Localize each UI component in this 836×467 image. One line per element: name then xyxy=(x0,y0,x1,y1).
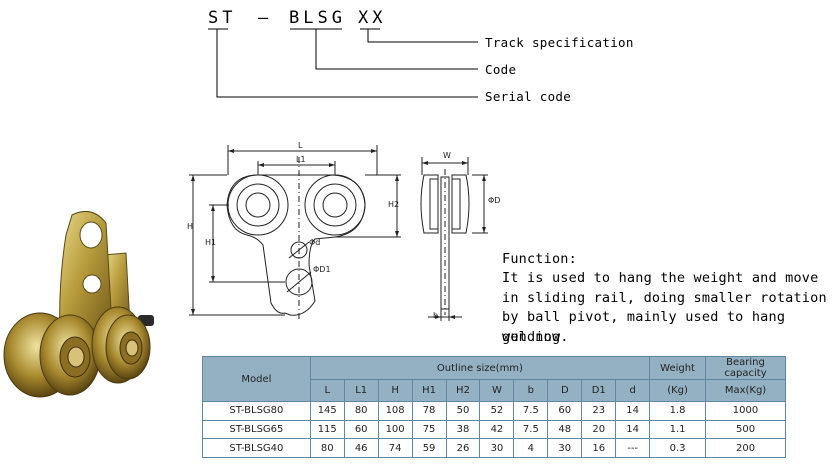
cell-value: 108 xyxy=(377,401,413,421)
code-label: Code xyxy=(485,62,517,77)
dim-d: Φd xyxy=(309,238,321,247)
cell-model: ST-BLSG80 xyxy=(202,401,311,421)
header-weight: Weight xyxy=(649,356,707,380)
cell-value: 145 xyxy=(309,401,345,421)
col-header: b xyxy=(513,379,549,402)
col-header: H2 xyxy=(445,379,481,402)
code-leader-lines xyxy=(208,28,478,98)
col-header: d xyxy=(615,379,651,402)
cell-value: 7.5 xyxy=(513,419,549,440)
function-line-3: by ball pivot, mainly used to hang weldi… xyxy=(502,309,786,345)
cell-weight: 1.1 xyxy=(649,419,707,440)
cell-value: 23 xyxy=(581,401,617,421)
front-view-drawing xyxy=(189,145,401,320)
serial-code-label: Serial code xyxy=(485,89,572,104)
cell-value: 42 xyxy=(479,419,515,440)
track-spec-label: Track specification xyxy=(485,35,634,50)
cell-value: 4 xyxy=(513,438,549,458)
dim-W: W xyxy=(443,151,451,160)
cell-value: 7.5 xyxy=(513,401,549,421)
spec-table: Model Outline size(mm) Weight Bearing ca… xyxy=(202,356,786,458)
cell-value: 26 xyxy=(445,438,481,458)
cell-value: 30 xyxy=(479,438,515,458)
col-header: W xyxy=(479,379,515,402)
cell-value: 38 xyxy=(445,419,481,440)
cell-value: 74 xyxy=(377,438,413,458)
code-dash: — xyxy=(258,8,273,28)
header-outline-size: Outline size(mm) xyxy=(309,356,651,380)
cell-value: 100 xyxy=(377,419,413,440)
cell-value: 48 xyxy=(547,419,583,440)
cell-value: 80 xyxy=(343,401,379,421)
side-view-drawing xyxy=(420,157,488,321)
cell-capacity: 200 xyxy=(705,438,786,458)
cell-capacity: 500 xyxy=(705,419,786,440)
cell-value: 14 xyxy=(615,401,651,421)
table-row: ST-BLSG65 115 60 100 75 38 42 7.5 48 20 … xyxy=(202,419,786,440)
code-spec: XX xyxy=(358,8,387,28)
dim-H1: H1 xyxy=(205,238,217,247)
header-capacity-unit: Max(Kg) xyxy=(705,379,786,402)
cell-value: 80 xyxy=(309,438,345,458)
table-row: ST-BLSG40 80 46 74 59 26 30 4 30 16 --- … xyxy=(202,438,786,458)
function-line-4: gun now. xyxy=(502,329,569,345)
header-weight-unit: (Kg) xyxy=(649,379,707,402)
dim-L: L xyxy=(298,141,303,150)
col-header: H xyxy=(377,379,413,402)
dim-H: H xyxy=(187,222,194,231)
dim-L1: L1 xyxy=(296,155,306,164)
dim-D: ΦD xyxy=(488,196,501,205)
cell-value: 46 xyxy=(343,438,379,458)
cell-value: 16 xyxy=(581,438,617,458)
cell-value: 50 xyxy=(445,401,481,421)
col-header: L1 xyxy=(343,379,379,402)
header-capacity: Bearing capacity xyxy=(705,356,786,380)
function-line-1: It is used to hang the weight and move xyxy=(502,270,819,286)
cell-value: 115 xyxy=(309,419,345,440)
dim-H2: H2 xyxy=(388,200,400,209)
cell-capacity: 1000 xyxy=(705,401,786,421)
cell-value: 60 xyxy=(547,401,583,421)
col-header: D1 xyxy=(581,379,617,402)
cell-value: --- xyxy=(615,438,651,458)
cell-model: ST-BLSG65 xyxy=(202,419,311,440)
cell-value: 30 xyxy=(547,438,583,458)
dim-b: b xyxy=(433,311,439,320)
code-product: BLSG xyxy=(289,8,346,28)
cell-value: 60 xyxy=(343,419,379,440)
cell-value: 75 xyxy=(411,419,447,440)
cell-weight: 0.3 xyxy=(649,438,707,458)
function-heading: Function: xyxy=(502,251,577,267)
function-line-2: in sliding rail, doing smaller rotation xyxy=(502,290,827,306)
code-prefix: ST xyxy=(208,8,237,28)
cell-value: 59 xyxy=(411,438,447,458)
cell-value: 52 xyxy=(479,401,515,421)
dim-D1: ΦD1 xyxy=(313,265,331,274)
cell-value: 78 xyxy=(411,401,447,421)
col-header: D xyxy=(547,379,583,402)
table-row: ST-BLSG80 145 80 108 78 50 52 7.5 60 23 … xyxy=(202,401,786,421)
cell-value: 20 xyxy=(581,419,617,440)
cell-model: ST-BLSG40 xyxy=(202,438,311,458)
product-photo xyxy=(3,210,154,398)
cell-weight: 1.8 xyxy=(649,401,707,421)
col-header: L xyxy=(309,379,345,402)
col-header: H1 xyxy=(411,379,447,402)
header-model: Model xyxy=(202,356,311,402)
cell-value: 14 xyxy=(615,419,651,440)
